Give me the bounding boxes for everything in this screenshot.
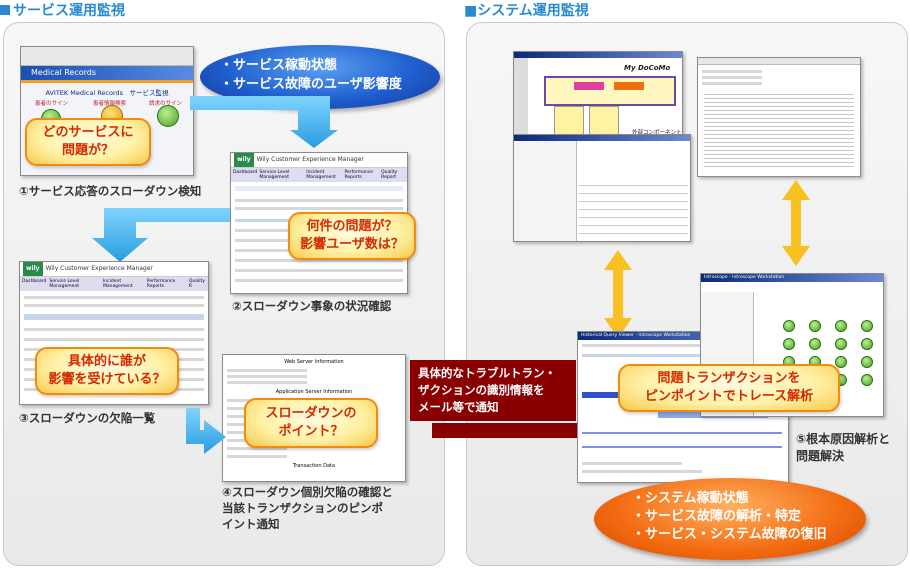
nav3-dashboard: Dashboard <box>22 279 47 284</box>
nav3-performance: Performance Reports <box>146 279 176 289</box>
medical-records-heading: AVITEK Medical Records サービス監視 <box>45 89 169 97</box>
arrow-step3-to-4 <box>186 408 226 454</box>
orange-line-3: ・サービス・システム故障の復旧 <box>632 527 827 542</box>
wily-title-2: Wily Customer Experience Manager <box>45 265 153 272</box>
bubble-how-many: 何件の問題が？ 影響ユーザ数は？ <box>288 212 416 260</box>
transaction-data: Transaction Data <box>292 463 336 469</box>
bubble-who-affected: 具体的に誰が 影響を受けている？ <box>35 347 179 395</box>
screenshot-report <box>697 57 861 177</box>
arrow-step2-to-3 <box>92 208 230 262</box>
mydocomo-label: My DoCoMo <box>624 64 671 72</box>
nav3-incident: Incident Management <box>102 279 133 289</box>
caption-step-5: ⑤根本原因解析と 問題解決 <box>796 432 891 463</box>
tab-patient-search: 患者情報検索 <box>93 101 127 107</box>
service-monitoring-title: サービス運用監視 <box>0 0 125 20</box>
caption-step-2: ②スローダウン事象の状況確認 <box>232 299 392 313</box>
tab-billing-sign: 請求のサイン <box>149 101 183 107</box>
nav-incident: Incident Management <box>306 170 336 180</box>
double-arrow-left <box>604 250 632 338</box>
orange-line-2: ・サービス故障の解析・特定 <box>632 509 802 524</box>
wily-logo: wily <box>234 153 254 167</box>
nav3-slm: Service Level Management <box>49 279 80 289</box>
oval-line-1: ・サービス稼動状態 <box>220 58 338 73</box>
tab-patient-sign: 患者のサイン <box>35 101 69 107</box>
wily-title: Wily Customer Experience Manager <box>256 156 364 163</box>
status-light-3 <box>157 105 179 127</box>
console-window-title: Introscope - Introscope Workstation <box>701 274 883 282</box>
arrow-notify-to-system <box>432 410 610 450</box>
oval-line-2: ・サービス故障のユーザ影響度 <box>220 77 402 92</box>
bubble-slowdown-point: スローダウンの ポイント？ <box>244 398 378 448</box>
trace-window-title: Historical Query Viewer - Introscope Wor… <box>578 332 788 340</box>
double-arrow-right <box>782 180 810 266</box>
web-server-info: Web Server Information <box>284 359 344 365</box>
nav-performance: Performance Reports <box>344 170 373 180</box>
bubble-trace-analysis: 問題トランザクションを ピンポイントでトレース解析 <box>618 364 840 412</box>
caption-step-4: ④スローダウン個別欠陥の確認と 当該トランザクションのピンポ イント通知 <box>222 485 393 531</box>
nav3-quality: Quality R <box>188 279 205 289</box>
app-server-info: Application Server Information <box>275 389 353 395</box>
nav-dashboard: Dashboard <box>233 170 258 175</box>
nav-quality: Quality Report <box>381 170 398 180</box>
screenshot-tree-grid <box>513 134 691 242</box>
notification-box: 具体的なトラブルトラン・ ザクションの識別情報を メール等で通知 <box>410 360 576 421</box>
wily-logo-2: wily <box>23 262 43 276</box>
bubble-which-service: どのサービスに 問題が？ <box>25 118 151 166</box>
system-status-oval: ・システム稼動状態 ・サービス故障の解析・特定 ・サービス・システム故障の復旧 <box>594 478 866 560</box>
orange-line-1: ・システム稼動状態 <box>632 491 749 506</box>
medical-records-logo: Medical Records <box>21 66 193 80</box>
caption-step-1: ①サービス応答のスローダウン検知 <box>19 184 202 198</box>
system-monitoring-title: ■システム運用監視 <box>464 3 589 19</box>
external-component-label: 外部コンポーネント <box>632 130 682 136</box>
arrow-step1-to-2 <box>190 96 338 148</box>
nav-slm: Service Level Management <box>259 170 290 180</box>
caption-step-3: ③スローダウンの欠陥一覧 <box>19 411 156 425</box>
